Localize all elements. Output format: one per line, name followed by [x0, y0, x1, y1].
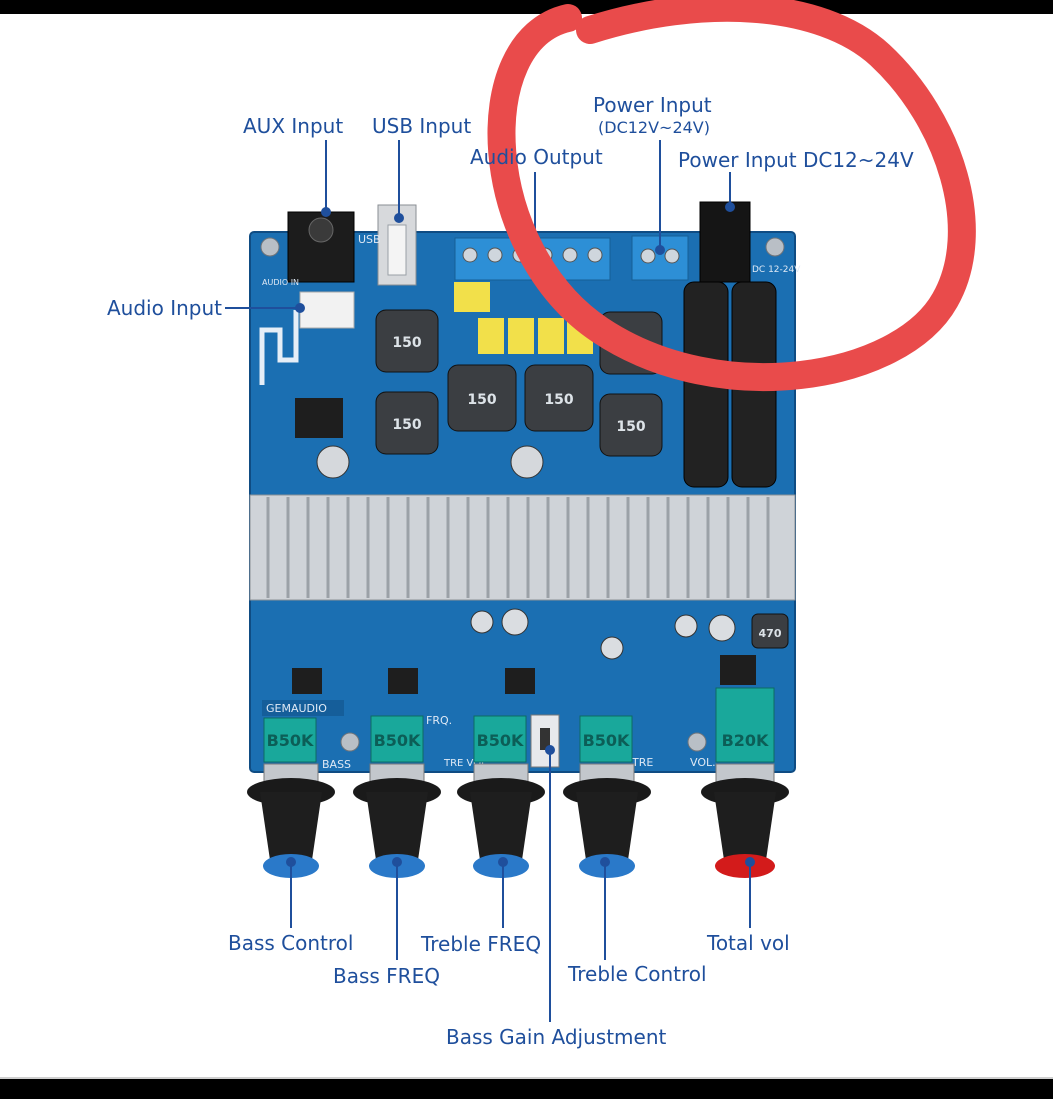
heatsink	[249, 494, 796, 601]
antenna-trace	[259, 310, 299, 385]
label-aux-input: AUX Input	[243, 114, 344, 138]
knob-volume	[701, 763, 789, 878]
brand-plate	[262, 700, 344, 716]
inductor	[599, 393, 663, 457]
film-capacitor	[454, 282, 490, 312]
terminal-screw-icon	[487, 247, 503, 263]
inductor	[375, 309, 439, 373]
label-total-vol: Total vol	[707, 931, 790, 955]
terminal-screw-icon	[640, 248, 656, 264]
red-highlight-circle	[487, 0, 976, 391]
silk-vol: VOL.	[690, 756, 716, 769]
pot-bass-freq	[370, 715, 424, 763]
label-audio-input: Audio Input	[107, 296, 222, 320]
capacitor	[600, 636, 624, 660]
film-capacitor	[478, 318, 504, 354]
capacitor	[316, 445, 350, 479]
pot-treble-freq-label: B50K	[477, 731, 524, 750]
inductor-label: 150	[616, 419, 645, 435]
label-bass-freq: Bass FREQ	[333, 964, 440, 988]
pot-bass-freq-label: B50K	[374, 731, 421, 750]
aux-jack-hole-icon	[308, 217, 334, 243]
terminal-screw-icon	[562, 247, 578, 263]
inductor-label: 150	[544, 392, 573, 408]
switch-slider-icon	[540, 728, 550, 750]
inductor-label: 150	[392, 417, 421, 433]
knob-bass	[247, 763, 335, 878]
label-usb-input: USB Input	[372, 114, 472, 138]
label-treble-control: Treble Control	[568, 962, 707, 986]
audio-input-connector	[299, 291, 355, 329]
inductor-470	[751, 613, 789, 649]
silk-usb: USB	[358, 233, 381, 246]
inductor	[375, 391, 439, 455]
pot-volume	[715, 687, 775, 763]
dc-jack	[699, 201, 751, 283]
silk-frq: FRQ.	[426, 714, 452, 727]
inductor-470-label: 470	[759, 627, 782, 640]
silk-bass: BASS	[322, 758, 351, 771]
screw-icon	[260, 237, 280, 257]
label-audio-output: Audio Output	[470, 145, 603, 169]
capacitor	[501, 608, 529, 636]
inductor-label: 150	[467, 392, 496, 408]
terminal-screw-icon	[664, 248, 680, 264]
label-treble-freq: Treble FREQ	[421, 932, 542, 956]
silk-dc: DC 12-24V	[752, 265, 801, 275]
screw-icon	[765, 237, 785, 257]
label-power-dc: Power Input DC12~24V	[678, 148, 914, 172]
inductor	[447, 364, 517, 432]
label-power-range: (DC12V~24V)	[598, 118, 710, 137]
capacitor	[708, 614, 736, 642]
film-capacitor	[538, 318, 564, 354]
ic-chip	[388, 668, 418, 694]
ic-chip	[720, 655, 756, 685]
usb-port-icon	[387, 224, 407, 276]
terminal-screw-icon	[462, 247, 478, 263]
inductor	[524, 364, 594, 432]
silk-audio-in: AUDIO IN	[262, 278, 299, 287]
knob-bass-freq	[353, 763, 441, 878]
pot-treble-freq	[473, 715, 527, 763]
amplifier-board: 150 150 150 150 150 150	[249, 201, 801, 773]
terminal-screw-icon	[587, 247, 603, 263]
knob-treble-freq	[457, 763, 545, 878]
capacitor	[470, 610, 494, 634]
brand-name: GEMAUDIO	[266, 702, 327, 715]
ic-chip	[505, 668, 535, 694]
screw-icon	[687, 732, 707, 752]
silk-tre: TRE	[631, 756, 653, 769]
callout-lines	[225, 140, 755, 1022]
label-power-input: Power Input	[593, 93, 712, 117]
screw-icon	[340, 732, 360, 752]
silk-tre-vol: TRE VOL.	[443, 758, 490, 769]
capacitor	[510, 445, 544, 479]
pot-bass	[263, 717, 317, 763]
inductor-label: 150	[392, 335, 421, 351]
label-bass-gain: Bass Gain Adjustment	[446, 1025, 667, 1049]
pot-volume-label: B20K	[722, 731, 769, 750]
ic-chip	[292, 668, 322, 694]
pot-treble-label: B50K	[583, 731, 630, 750]
capacitor	[674, 614, 698, 638]
label-bass-control: Bass Control	[228, 931, 354, 955]
film-capacitor	[508, 318, 534, 354]
ic-chip	[295, 398, 343, 438]
pot-bass-label: B50K	[267, 731, 314, 750]
pot-treble	[579, 715, 633, 763]
